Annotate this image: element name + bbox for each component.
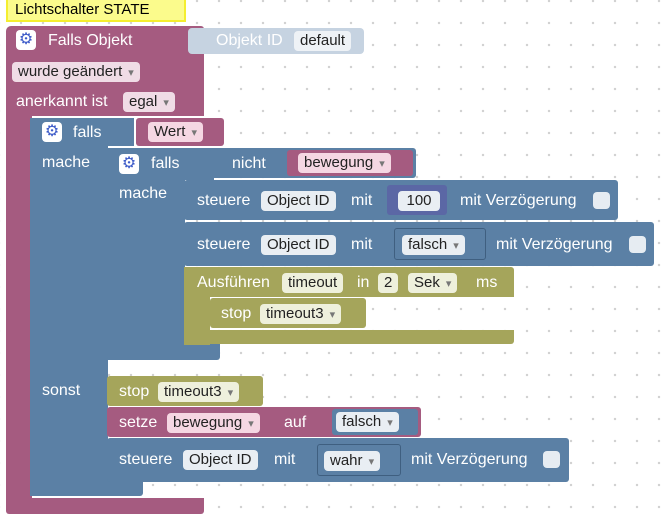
control-3-delay-checkbox[interactable] — [543, 451, 560, 468]
trigger-block-spine — [6, 112, 32, 500]
comment-bubble[interactable]: Lichtschalter STATE — [6, 0, 186, 22]
outer-else-label: sonst — [42, 382, 81, 399]
trigger-block-bottom — [6, 498, 204, 514]
control-2-with-label: mit — [351, 236, 373, 253]
stop-else-label: stop — [119, 383, 150, 400]
not-label: nicht — [232, 155, 266, 172]
control-1-value[interactable]: 100 — [398, 191, 440, 211]
outer-if-gear-icon[interactable]: ⚙ — [42, 122, 62, 142]
set-var-dropdown[interactable]: bewegung — [167, 413, 260, 433]
mutator-gear-icon[interactable]: ⚙ — [16, 30, 36, 50]
inner-if-bottom — [107, 344, 220, 360]
change-mode-dropdown[interactable]: wurde geändert — [12, 62, 140, 82]
timeout-value-field[interactable]: 2 — [378, 273, 399, 293]
set-var-value[interactable]: falsch — [336, 412, 399, 432]
outer-do-label: mache — [42, 154, 91, 171]
timeout-block[interactable] — [184, 267, 514, 297]
acked-dropdown[interactable]: egal — [123, 92, 175, 112]
control-2-value[interactable]: falsch — [402, 235, 465, 255]
timeout-label: Ausführen — [197, 274, 270, 291]
stop-inner-dropdown[interactable]: timeout3 — [260, 304, 342, 324]
timeout-ms-label: ms — [476, 274, 498, 291]
timeout-in-label: in — [357, 274, 370, 291]
inner-if-spine — [107, 148, 185, 360]
stop-else-dropdown[interactable]: timeout3 — [158, 382, 240, 402]
outer-if-label: falls — [73, 124, 102, 141]
control-2-label: steuere — [197, 236, 251, 253]
object-id-value[interactable]: default — [294, 31, 352, 51]
control-3-delay-label: mit Verzögerung — [411, 451, 528, 468]
control-3-with-label: mit — [274, 451, 296, 468]
inner-if-gear-icon[interactable]: ⚙ — [119, 154, 139, 174]
inner-if-label: falls — [151, 155, 180, 172]
outer-if-bottom — [30, 480, 143, 496]
inner-do-label: mache — [119, 185, 168, 202]
trigger-title: Falls Objekt — [48, 32, 133, 49]
control-3-object-id[interactable]: Object ID — [183, 450, 258, 470]
control-1-object-id[interactable]: Object ID — [261, 191, 336, 211]
set-var-to-label: auf — [284, 414, 307, 431]
control-3-label: steuere — [119, 451, 173, 468]
wert-dropdown[interactable]: Wert — [148, 122, 203, 142]
set-var-label: setze — [119, 414, 158, 431]
control-1-label: steuere — [197, 192, 251, 209]
control-1-delay-label: mit Verzögerung — [460, 192, 577, 209]
timeout-bottom — [184, 330, 514, 344]
stop-inner-label: stop — [221, 305, 252, 322]
outer-if-spine — [30, 118, 108, 496]
control-2-object-id[interactable]: Object ID — [261, 235, 336, 255]
comment-text: Lichtschalter STATE — [15, 1, 150, 18]
control-2-delay-checkbox[interactable] — [629, 236, 646, 253]
bewegung-dropdown[interactable]: bewegung — [298, 153, 391, 173]
timeout-name-field[interactable]: timeout — [282, 273, 344, 293]
object-id-label: Objekt ID — [216, 32, 283, 49]
acked-label: anerkannt ist — [16, 93, 108, 110]
control-3-value[interactable]: wahr — [324, 451, 381, 471]
control-1-delay-checkbox[interactable] — [593, 192, 610, 209]
control-1-with-label: mit — [351, 192, 373, 209]
control-2-delay-label: mit Verzögerung — [496, 236, 613, 253]
timeout-unit-dropdown[interactable]: Sek — [408, 273, 458, 293]
